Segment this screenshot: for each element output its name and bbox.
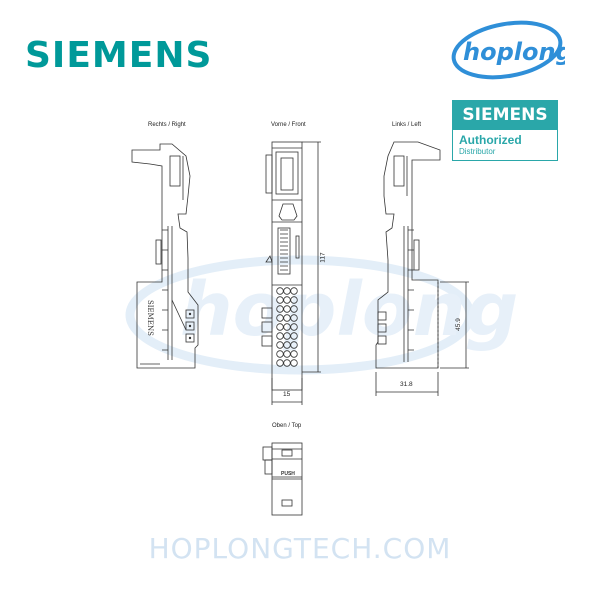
svg-text:SIEMENS: SIEMENS	[146, 300, 154, 336]
svg-text:hoplong: hoplong	[180, 267, 518, 353]
top-view-drawing: PUSH	[262, 442, 303, 516]
badge-title: SIEMENS	[453, 101, 557, 130]
dim-depth-31-8: 31.8	[400, 381, 413, 388]
terminal-block	[276, 287, 298, 367]
front-view-drawing	[261, 141, 321, 405]
svg-text:PUSH: PUSH	[281, 471, 295, 477]
badge-distributor: Distributor	[459, 147, 496, 156]
view-label-front: Vorne / Front	[271, 122, 306, 128]
dim-height-45-9: 45.9	[454, 318, 462, 331]
watermark-text: HOPLONGTECH.COM	[148, 532, 452, 565]
right-view-drawing: SIEMENS	[131, 143, 199, 369]
svg-text:hoplong: hoplong	[463, 38, 565, 66]
badge-authorized: Authorized	[459, 133, 522, 147]
authorized-distributor-badge: SIEMENS Authorized Distributor	[452, 100, 558, 161]
dim-height-117: 117	[319, 252, 327, 263]
view-label-top: Oben / Top	[272, 423, 302, 429]
hoplong-logo[interactable]: hoplong	[445, 10, 565, 90]
left-view-drawing	[375, 141, 469, 396]
siemens-logo: SIEMENS	[25, 35, 213, 76]
view-label-left: Links / Left	[392, 122, 422, 128]
view-label-right: Rechts / Right	[148, 122, 186, 128]
dim-width-15: 15	[283, 391, 291, 398]
